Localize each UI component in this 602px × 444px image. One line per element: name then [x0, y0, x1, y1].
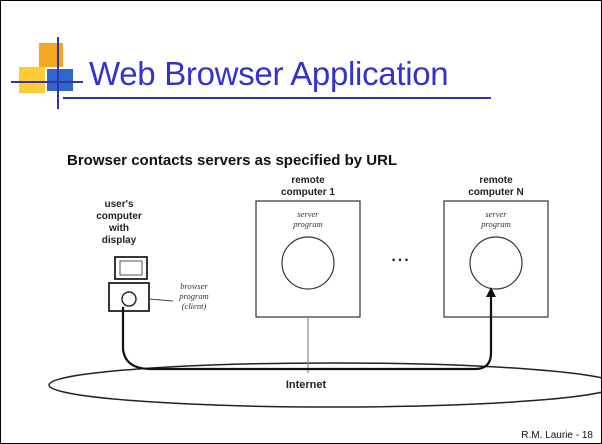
client-label-line: display	[101, 235, 137, 246]
browser-label-line: (client)	[181, 301, 207, 311]
logo-vertical-line	[57, 37, 59, 109]
internet-ellipse	[48, 362, 601, 408]
client-label-line: computer	[96, 211, 142, 222]
remote-computer-1-program-circle	[281, 236, 335, 290]
connection-path	[121, 293, 493, 371]
arrowhead-icon	[486, 287, 496, 297]
remote-computer-1-label: remote computer 1	[268, 175, 348, 199]
client-program-circle	[121, 291, 137, 307]
client-pointer-line	[148, 298, 174, 302]
remote-computer-n-program-label: server program	[456, 209, 536, 229]
remoteN-program-line: server	[485, 209, 507, 219]
remoteN-label-line: computer N	[468, 187, 524, 198]
decorative-squares-logo	[1, 1, 101, 121]
browser-program-label: browser program (client)	[171, 281, 217, 311]
remote-computer-n-label: remote computer N	[456, 175, 536, 199]
orange-square	[39, 43, 63, 67]
remote-computer-1-program-label: server program	[268, 209, 348, 229]
remote1-program-line: program	[293, 219, 323, 229]
blue-square	[47, 69, 73, 91]
slide-subtitle: Browser contacts servers as specified by…	[67, 152, 398, 169]
title-underline	[63, 97, 491, 99]
browser-label-line: browser	[180, 281, 208, 291]
slide-title: Web Browser Application	[89, 55, 449, 92]
remoteN-program-line: program	[481, 219, 511, 229]
client-label-line: user's	[104, 199, 134, 210]
client-label-line: with	[109, 223, 129, 234]
yellow-square	[19, 67, 45, 93]
ellipsis-label: ...	[391, 248, 411, 265]
remote1-label-line: computer 1	[281, 187, 335, 198]
remote1-program-line: server	[297, 209, 319, 219]
client-label: user's computer with display	[87, 199, 151, 247]
remoteN-label-line: remote	[479, 175, 513, 186]
remote1-label-line: remote	[291, 175, 325, 186]
internet-label: Internet	[285, 379, 327, 391]
remote-computer-n-program-circle	[469, 236, 523, 290]
browser-label-line: program	[179, 291, 209, 301]
slide-footer: R.M. Laurie - 18	[521, 430, 593, 441]
logo-horizontal-line	[11, 81, 83, 83]
client-screen	[119, 260, 143, 276]
